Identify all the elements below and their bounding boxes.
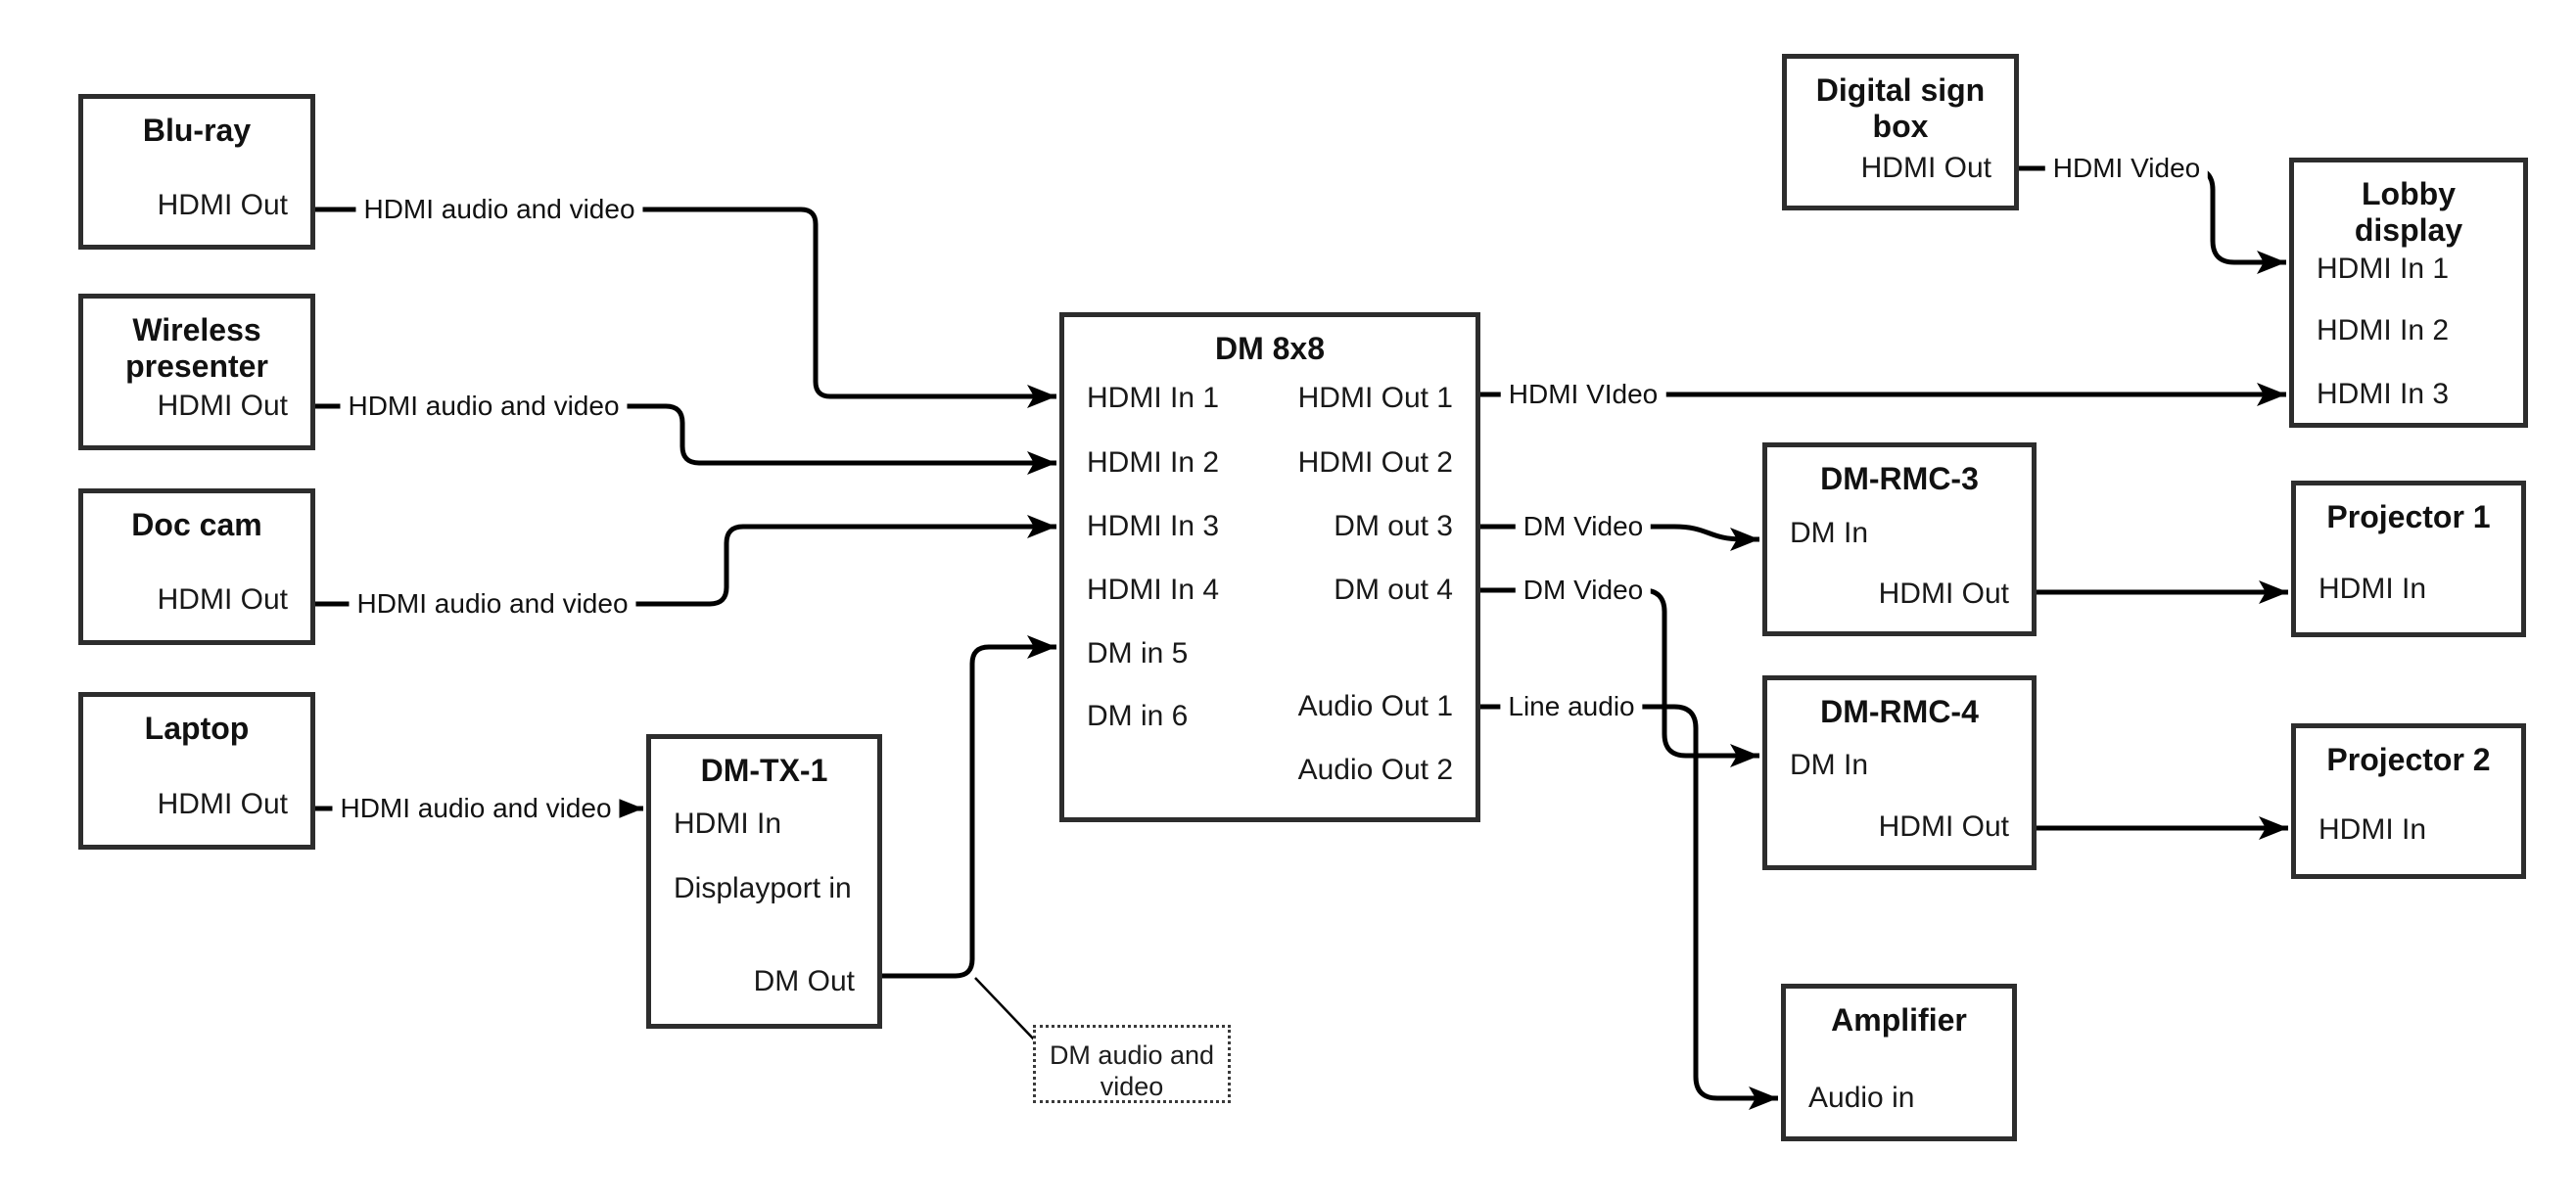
port-dm-8x8-dm-in-5: DM in 5 [1087, 637, 1189, 670]
port-lobby-display-hdmi-in-3: HDMI In 3 [2317, 378, 2450, 410]
node-title-laptop: Laptop [144, 711, 250, 746]
node-title-amplifier: Amplifier [1831, 1002, 1967, 1038]
wire-dm8x8-audio1-to-amplifier[interactable] [1480, 704, 1778, 1110]
port-dm-8x8-hdmi-in-1: HDMI In 1 [1087, 382, 1220, 414]
wire-dm8x8-out4-to-rmc4[interactable] [1480, 587, 1759, 767]
node-projector-2[interactable]: Projector 2 HDMI In [2291, 723, 2526, 879]
wire-doc-cam-to-dm8x8-in3[interactable] [315, 515, 1056, 607]
port-dm-8x8-dm-out-3: DM out 3 [1334, 510, 1453, 542]
node-title-dm-rmc-4: DM-RMC-4 [1820, 694, 1979, 729]
port-digital-sign-box-hdmi-out: HDMI Out [1860, 152, 1991, 184]
node-projector-1[interactable]: Projector 1 HDMI In [2291, 481, 2526, 637]
port-lobby-display-hdmi-in-1: HDMI In 1 [2317, 253, 2450, 285]
port-dm-rmc-4-dm-in: DM In [1790, 749, 1869, 781]
port-amplifier-audio-in: Audio in [1808, 1082, 1915, 1114]
wire-label-2-hdmi-audio-and-video[interactable]: HDMI audio and video [349, 586, 636, 622]
node-title-dm-tx-1: DM-TX-1 [700, 753, 828, 788]
wire-dm-tx-1-to-dm8x8-in5[interactable] [882, 635, 1056, 979]
port-dm-rmc-3-dm-in: DM In [1790, 517, 1869, 549]
wire-label-0-hdmi-audio-and-video[interactable]: HDMI audio and video [355, 192, 643, 227]
port-lobby-display-hdmi-in-2: HDMI In 2 [2317, 314, 2450, 346]
node-dm-rmc-3[interactable]: DM-RMC-3 DM In HDMI Out [1762, 442, 2037, 636]
wire-label-4-hdmi-video[interactable]: HDMI VIdeo [1500, 377, 1666, 412]
port-dm-8x8-hdmi-in-3: HDMI In 3 [1087, 510, 1220, 542]
wire-label-8-hdmi-video[interactable]: HDMI Video [2044, 151, 2209, 186]
node-title-projector-1: Projector 1 [2326, 499, 2491, 534]
node-title-doc-cam: Doc cam [131, 507, 262, 542]
port-dm-rmc-3-hdmi-out: HDMI Out [1878, 577, 2009, 610]
port-dm-8x8-audio-out-1: Audio Out 1 [1297, 690, 1453, 722]
node-title-blu-ray: Blu-ray [142, 113, 252, 148]
port-laptop-hdmi-out: HDMI Out [157, 788, 288, 820]
port-dm-8x8-hdmi-out-1: HDMI Out 1 [1297, 382, 1453, 414]
port-blu-ray-hdmi-out: HDMI Out [157, 189, 288, 221]
port-wireless-presenter-hdmi-out: HDMI Out [157, 390, 288, 422]
port-dm-rmc-4-hdmi-out: HDMI Out [1878, 810, 2009, 843]
port-dm-8x8-dm-out-4: DM out 4 [1334, 574, 1453, 606]
node-title-dm-8x8: DM 8x8 [1214, 331, 1326, 366]
port-dm-8x8-hdmi-out-2: HDMI Out 2 [1297, 446, 1453, 479]
node-title-projector-2: Projector 2 [2326, 742, 2491, 777]
port-dm-8x8-hdmi-in-2: HDMI In 2 [1087, 446, 1220, 479]
wire-wireless-presenter-to-dm8x8-in2[interactable] [315, 403, 1056, 475]
wire-label-6-dm-video[interactable]: DM Video [1515, 573, 1652, 608]
wire-label-3-hdmi-audio-and-video[interactable]: HDMI audio and video [332, 791, 620, 826]
node-title-dm-rmc-3: DM-RMC-3 [1820, 461, 1979, 496]
port-dm-8x8-dm-in-6: DM in 6 [1087, 700, 1189, 732]
wire-label-7-line-audio[interactable]: Line audio [1500, 689, 1643, 724]
port-dm-tx-1-hdmi-in: HDMI In [674, 808, 782, 840]
port-dm-tx-1-displayport-in: Displayport in [674, 872, 852, 904]
port-dm-8x8-hdmi-in-4: HDMI In 4 [1087, 574, 1220, 606]
port-projector-2-hdmi-in: HDMI In [2318, 813, 2427, 846]
wire-blu-ray-to-dm8x8-in1[interactable] [315, 207, 1056, 408]
wire-label-1-hdmi-audio-and-video[interactable]: HDMI audio and video [340, 389, 628, 424]
wire-label-5-dm-video[interactable]: DM Video [1515, 509, 1652, 544]
port-doc-cam-hdmi-out: HDMI Out [157, 583, 288, 616]
wire-dm8x8-out3-to-rmc3[interactable] [1480, 524, 1759, 551]
node-dm-rmc-4[interactable]: DM-RMC-4 DM In HDMI Out [1762, 675, 2037, 870]
port-dm-8x8-audio-out-2: Audio Out 2 [1297, 754, 1453, 786]
port-dm-tx-1-dm-out: DM Out [753, 965, 855, 997]
callout-dm-audio-video[interactable] [974, 977, 1036, 1041]
port-projector-1-hdmi-in: HDMI In [2318, 573, 2427, 605]
